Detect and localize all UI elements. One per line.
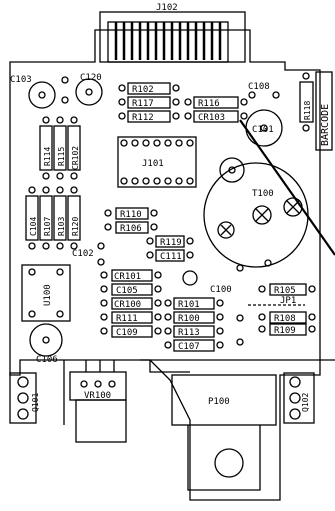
label-r102: R102 — [132, 85, 154, 95]
connector-j102 — [99, 11, 246, 63]
label-r106: R106 — [120, 224, 142, 234]
label-j102: J102 — [156, 3, 178, 13]
resistor-column-center — [100, 269, 224, 352]
label-r109: R109 — [274, 326, 296, 336]
label-cr102: CR102 — [71, 146, 80, 170]
label-c107: C107 — [178, 342, 200, 352]
label-r112: R112 — [132, 113, 154, 123]
label-r100: R100 — [178, 314, 200, 324]
label-c103: C103 — [10, 75, 32, 85]
label-barcode: BARCODE — [320, 104, 331, 146]
label-r114: R114 — [43, 147, 52, 166]
label-r113: R113 — [178, 328, 200, 338]
transformer-t100-outline — [203, 119, 335, 272]
label-j101: J101 — [142, 159, 164, 169]
label-p100: P100 — [208, 397, 230, 407]
label-r108: R108 — [274, 314, 296, 324]
module-u100-outline — [21, 264, 71, 322]
barcode-box — [315, 71, 333, 151]
label-r107: R107 — [43, 217, 52, 236]
label-r119: R119 — [160, 238, 182, 248]
label-t100: T100 — [252, 189, 274, 199]
transistor-q101-outline — [9, 372, 37, 424]
resistor-columns-left — [25, 116, 81, 250]
label-r115: R115 — [57, 147, 66, 166]
label-c100: C100 — [210, 285, 232, 295]
label-r103: R103 — [57, 217, 66, 236]
label-jp1: JP1 — [280, 296, 296, 306]
label-u100: U100 — [43, 284, 53, 306]
label-c111: C111 — [160, 252, 182, 262]
label-q102: Q102 — [301, 393, 310, 412]
label-c104: C104 — [29, 217, 38, 236]
cap-c103-outline — [28, 81, 56, 109]
cap-c120-outline — [75, 78, 103, 106]
label-c120: C120 — [80, 73, 102, 83]
label-cr101: CR101 — [114, 272, 141, 282]
label-c101: C101 — [252, 125, 274, 135]
label-r105: R105 — [274, 286, 296, 296]
label-r111: R111 — [116, 314, 138, 324]
ic-j101-outline — [117, 136, 197, 188]
transistor-q102-outline — [283, 372, 315, 424]
cap-c106-outline — [29, 323, 63, 357]
label-vr100: VR100 — [84, 391, 111, 401]
label-q101: Q101 — [31, 393, 40, 412]
label-c102: C102 — [72, 249, 94, 259]
label-r117: R117 — [132, 99, 154, 109]
label-c108: C108 — [248, 82, 270, 92]
label-cr100: CR100 — [114, 300, 141, 310]
pot-p100-outline — [140, 359, 335, 491]
label-r118: R118 — [303, 101, 312, 120]
label-c109: C109 — [116, 328, 138, 338]
label-r110: R110 — [120, 210, 142, 220]
label-r116: R116 — [198, 99, 220, 109]
resistor-row-top — [118, 82, 248, 123]
vreg-vr100-outline — [63, 360, 127, 443]
label-r120: R120 — [71, 217, 80, 236]
label-r101: R101 — [178, 300, 200, 310]
label-c106: C106 — [36, 355, 58, 365]
label-cr103: CR103 — [198, 113, 225, 123]
label-c105: C105 — [116, 286, 138, 296]
